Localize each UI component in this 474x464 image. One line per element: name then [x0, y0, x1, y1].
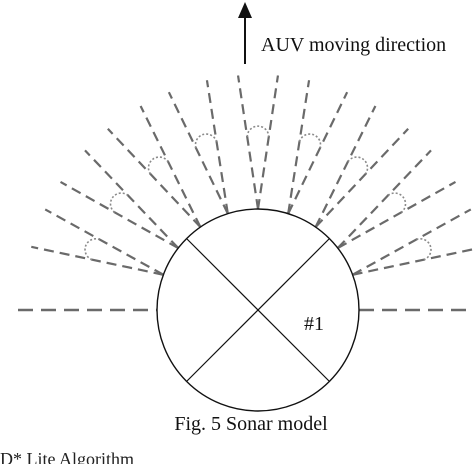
- sonar-beam-line: [336, 149, 432, 249]
- sonar-beam-line: [59, 180, 179, 250]
- sonar-beam-line: [31, 245, 164, 276]
- sonar-beam-line: [287, 80, 311, 214]
- sonar-lobe-curve: [84, 238, 100, 261]
- sonar-lobe-curve: [194, 133, 218, 149]
- direction-label: AUV moving direction: [261, 34, 446, 56]
- sonar-lobe-curve: [347, 156, 369, 175]
- figure-caption: Fig. 5 Sonar model: [174, 413, 328, 435]
- sonar-beam-line: [314, 105, 377, 228]
- sonar-beam-line: [256, 75, 280, 210]
- sonar-beam-line: [167, 91, 229, 215]
- sonar-beam-line: [352, 247, 474, 276]
- sonar-lobe-curve: [416, 238, 432, 261]
- sonar-lobe-curve: [109, 192, 129, 213]
- sonar-beam-line: [352, 208, 472, 276]
- sonar-beam-line: [314, 128, 409, 228]
- sonar-beam-line: [236, 75, 260, 210]
- sonar-beam-line: [287, 91, 349, 215]
- dashed-beam-group: [18, 75, 474, 312]
- sonar-beam-line: [84, 149, 180, 249]
- sensor-label: #1: [304, 313, 324, 335]
- sonar-beam-line: [107, 128, 202, 228]
- lobe-group: [84, 125, 432, 261]
- sonar-beam-line: [337, 180, 457, 250]
- sonar-lobe-curve: [298, 133, 322, 149]
- direction-arrow-head: [238, 2, 252, 18]
- sonar-lobe-curve: [147, 156, 169, 175]
- sonar-beam-line: [44, 208, 164, 276]
- sonar-lobe-curve: [246, 125, 270, 137]
- diagonal-line-2: [186, 238, 330, 382]
- sonar-beam-line: [139, 105, 202, 228]
- sonar-beam-line: [205, 80, 229, 214]
- partial-bottom-text: D* Lite Algorithm: [0, 449, 134, 464]
- sonar-lobe-curve: [387, 192, 407, 213]
